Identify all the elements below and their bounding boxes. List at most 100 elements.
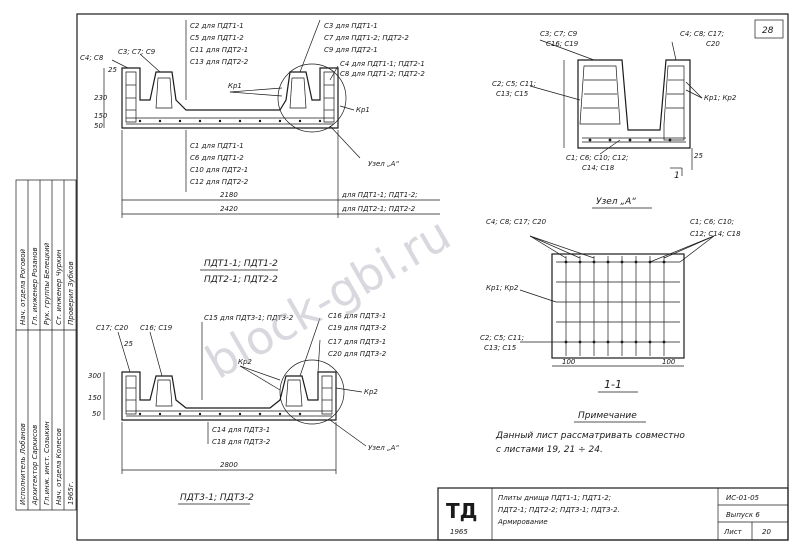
bottom-dim-left-4: 50 xyxy=(92,410,101,418)
top-dim-outer: 2420 xyxy=(220,205,238,213)
bottom-label-bottom-1: С14 для ПДТ3-1 xyxy=(212,426,270,434)
node-title: Узел „А“ xyxy=(596,197,636,207)
title-block xyxy=(437,487,789,541)
bottom-section-drawing xyxy=(103,317,367,474)
section-kr: Кр1; Кр2 xyxy=(486,284,519,292)
side-row-4: Ст. инженер Чуркин xyxy=(55,249,63,325)
stamp-year: 1965 xyxy=(450,528,468,536)
stamp-issue: Выпуск 6 xyxy=(726,511,760,519)
bottom-label-bottom-2: С18 для ПДТ3-2 xyxy=(212,438,271,446)
top-kr-right: Кр1 xyxy=(356,106,370,114)
section-label-right-1: С1; С6; С10; xyxy=(690,218,734,226)
side-year: 1965г. xyxy=(67,481,75,505)
section-title: 1-1 xyxy=(604,378,622,391)
top-dim-left-1: 25 xyxy=(108,66,117,74)
side-left-text-1: Гл.инж. инст. Созыкин xyxy=(43,421,51,505)
bottom-label-c16c19: С16; С19 xyxy=(140,324,173,332)
node-label-bottom-1: С1; С6; С10; С12; xyxy=(566,154,628,162)
top-dim-note-1: для ПДТ1-1; ПДТ1-2; xyxy=(341,191,418,199)
top-section-drawing xyxy=(103,19,440,218)
node-label-left-2: С13; С15 xyxy=(496,90,529,98)
bottom-label-c15: С15 для ПДТ3-1; ПДТ3-2 xyxy=(204,314,294,322)
top-label-mid-4: С13 для ПДТ2-2 xyxy=(190,58,249,66)
bottom-node-label: Узел „А“ xyxy=(368,444,399,452)
top-label-bottom-4: С12 для ПДТ2-2 xyxy=(190,178,249,186)
top-label-mid-2: С5 для ПДТ1-2 xyxy=(190,34,244,42)
top-label-c3c7c9: С3; С7; С9 xyxy=(118,48,156,56)
stamp-title-2: ПДТ2-1; ПДТ2-2; ПДТ3-1; ПДТ3-2. xyxy=(498,506,620,514)
section-label-right-2: С12; С14; С18 xyxy=(690,230,741,238)
page-number-box xyxy=(754,19,784,39)
bottom-title: ПДТ3-1; ПДТ3-2 xyxy=(180,493,254,503)
top-label-right-3: С9 для ПДТ2-1 xyxy=(324,46,378,54)
node-a-circle-top xyxy=(277,63,347,133)
top-label-c4c8: С4; С8 xyxy=(80,54,104,62)
stamp-sheet-no: 20 xyxy=(762,528,771,536)
bottom-kr-right: Кр2 xyxy=(364,388,378,396)
bottom-dim-left-1: 25 xyxy=(124,340,133,348)
node-label-left-1: С2; С5; С11; xyxy=(492,80,536,88)
top-label-bottom-1: С1 для ПДТ1-1 xyxy=(190,142,244,150)
bottom-dim: 2800 xyxy=(220,461,238,469)
top-label-mid-1: С2 для ПДТ1-1 xyxy=(190,22,244,30)
node-label-top-2: С16; С19 xyxy=(546,40,579,48)
section-1-1 xyxy=(519,235,715,367)
page-number: 28 xyxy=(762,26,774,36)
bottom-label-c17c20: С17; С20 xyxy=(96,324,129,332)
top-label-right2-1: С4 для ПДТ1-1; ПДТ2-1 xyxy=(340,60,425,68)
stamp-title-1: Плиты днища ПДТ1-1; ПДТ1-2; xyxy=(498,494,611,502)
side-row-2: Гл. инженер Розанов xyxy=(31,247,39,325)
bottom-dim-left-3: 150 xyxy=(88,394,102,402)
top-title-1: ПДТ1-1; ПДТ1-2 xyxy=(204,259,278,269)
section-label-top: С4; С8; С17; С20 xyxy=(486,218,547,226)
bottom-label-right-4: С20 для ПДТ3-2 xyxy=(328,350,387,358)
note-line-2: с листами 19, 21 ÷ 24. xyxy=(496,445,603,455)
node-cut-mark: 1 xyxy=(674,171,680,181)
bottom-label-right-1: С16 для ПДТ3-1 xyxy=(328,312,386,320)
node-dim: 25 xyxy=(694,152,703,160)
top-dim-left-3: 150 xyxy=(94,112,108,120)
note-heading: Примечание xyxy=(578,411,637,421)
section-dim-2: 100 xyxy=(662,358,676,366)
section-label-left-2: С13; С15 xyxy=(484,344,517,352)
bottom-label-right-3: С17 для ПДТ3-1 xyxy=(328,338,386,346)
top-dim-left-2: 230 xyxy=(94,94,108,102)
section-label-left-1: С2; С5; С11; xyxy=(480,334,524,342)
side-row-1: Нач. отдела Роговой xyxy=(19,248,27,325)
note-line-1: Данный лист рассматривать совместно xyxy=(495,431,685,441)
top-dim-left-4: 50 xyxy=(94,122,103,130)
side-row-3: Рук. группы Белецкий xyxy=(43,242,51,325)
side-row-6: Исполнитель Лобанов xyxy=(19,423,27,505)
node-a-circle-bottom xyxy=(279,359,345,425)
watermark: block-gbi.ru xyxy=(197,206,460,389)
top-label-right-1: С3 для ПДТ1-1 xyxy=(324,22,378,30)
top-label-right-2: С7 для ПДТ1-2; ПДТ2-2 xyxy=(324,34,409,42)
stamp-logo: ТД xyxy=(446,499,477,523)
node-a-detail xyxy=(529,39,703,176)
section-dim-1: 100 xyxy=(562,358,576,366)
top-dim-inner: 2180 xyxy=(220,191,238,199)
node-label-bottom-2: С14; С18 xyxy=(582,164,615,172)
top-dim-note-2: для ПДТ2-1; ПДТ2-2 xyxy=(341,205,416,213)
side-row-5: Проверил Зубков xyxy=(67,261,75,325)
node-label-top-1: С3; С7; С9 xyxy=(540,30,578,38)
top-label-bottom-2: С6 для ПДТ1-2 xyxy=(190,154,244,162)
top-label-bottom-3: С10 для ПДТ2-1 xyxy=(190,166,248,174)
node-label-top-right-1: С4; С8; С17; xyxy=(680,30,724,38)
side-row-7: Архитектор Саркисов xyxy=(31,425,39,506)
sheet-frame xyxy=(76,13,789,541)
side-left-text-2: Нач. отдела Колесов xyxy=(55,428,63,505)
stamp-code: ИС-01-05 xyxy=(726,494,760,502)
node-kr: Кр1; Кр2 xyxy=(704,94,737,102)
top-label-mid-3: С11 для ПДТ2-1 xyxy=(190,46,248,54)
node-label-top-right-2: С20 xyxy=(706,40,720,48)
top-kr-left: Кр1 xyxy=(228,82,242,90)
top-node-label: Узел „А“ xyxy=(368,160,399,168)
stamp-title-3: Армирование xyxy=(497,518,548,526)
bottom-label-right-2: С19 для ПДТ3-2 xyxy=(328,324,387,332)
stamp-sheet-label: Лист xyxy=(723,528,743,536)
top-title-2: ПДТ2-1; ПДТ2-2 xyxy=(204,275,278,285)
side-signature-block: Нач. отдела Роговой Гл. инженер Розанов … xyxy=(15,179,77,511)
top-label-right2-2: С8 для ПДТ1-2; ПДТ2-2 xyxy=(340,70,425,78)
